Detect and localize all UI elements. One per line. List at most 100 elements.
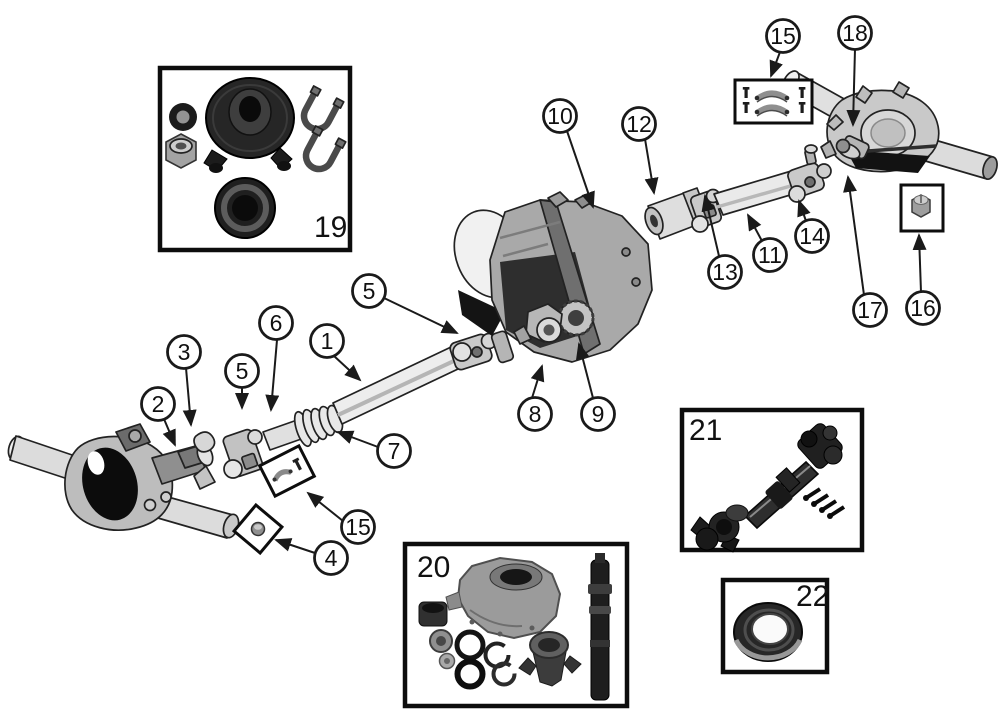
callout-circle[interactable] <box>376 433 412 469</box>
callout-label: 5 <box>363 278 376 304</box>
leader-line <box>747 213 763 242</box>
front-axle-assembly <box>7 423 240 539</box>
callout-circle[interactable] <box>224 353 260 389</box>
output-shaft <box>588 553 612 701</box>
callout-5-lower[interactable]: 5 <box>224 353 260 410</box>
callout-circle[interactable] <box>140 386 176 422</box>
inset-box-20: 20 <box>402 541 630 709</box>
inset-label-21: 21 <box>689 414 722 447</box>
leader-line <box>530 364 545 399</box>
inset-box-19: 19 <box>157 65 353 253</box>
pinion-nut <box>165 133 197 169</box>
callout-circle[interactable] <box>852 292 888 328</box>
leader-line <box>843 175 865 296</box>
inset-box-22: 22 <box>720 577 829 675</box>
leader-line <box>644 138 659 195</box>
callout-circle[interactable] <box>905 290 941 326</box>
strap-kit-box-top <box>733 78 814 125</box>
callout-8[interactable]: 8 <box>517 364 553 432</box>
rear-driveshaft <box>644 144 832 240</box>
leader-line <box>797 199 811 222</box>
front-output-yoke <box>513 299 595 345</box>
yoke-strap-piece <box>193 465 216 490</box>
yoke <box>518 631 582 687</box>
callout-17[interactable]: 17 <box>843 175 888 328</box>
callout-13[interactable]: 13 <box>701 194 743 290</box>
callout-circle[interactable] <box>517 396 553 432</box>
callout-label: 8 <box>529 401 542 427</box>
leader-line <box>575 342 594 399</box>
callout-3[interactable]: 3 <box>166 334 202 427</box>
rear-yoke <box>787 144 832 203</box>
callout-label: 17 <box>857 297 883 323</box>
callout-circle[interactable] <box>542 98 578 134</box>
callout-label: 5 <box>236 358 249 384</box>
callout-1[interactable]: 1 <box>309 323 362 382</box>
callout-15-top[interactable]: 15 <box>765 18 801 78</box>
callout-16[interactable]: 16 <box>905 233 941 326</box>
callout-circle[interactable] <box>340 509 376 545</box>
pinion-nut-box <box>899 183 945 233</box>
callout-circle[interactable] <box>837 15 873 51</box>
leader-line <box>274 538 316 554</box>
callout-9[interactable]: 9 <box>575 342 616 432</box>
callout-circle[interactable] <box>313 540 349 576</box>
callout-18[interactable]: 18 <box>837 15 873 127</box>
inset-label-20: 20 <box>417 551 450 584</box>
u-bolt <box>302 125 347 173</box>
callout-label: 1 <box>321 328 334 354</box>
snap-ring <box>491 661 517 687</box>
callout-circle[interactable] <box>351 273 387 309</box>
callout-circle[interactable] <box>166 334 202 370</box>
callout-label: 10 <box>547 103 573 129</box>
inset-label-19: 19 <box>314 211 347 244</box>
callout-label: 2 <box>152 391 165 417</box>
callout-circle[interactable] <box>752 237 788 273</box>
callout-12[interactable]: 12 <box>621 106 659 195</box>
callout-7[interactable]: 7 <box>336 430 412 469</box>
leader-line <box>846 48 861 127</box>
callout-circle[interactable] <box>621 106 657 142</box>
callout-circle[interactable] <box>765 18 801 54</box>
callout-circle[interactable] <box>707 254 743 290</box>
transfer-case <box>453 191 653 363</box>
u-bolt <box>300 85 345 133</box>
callout-circle[interactable] <box>309 323 345 359</box>
callout-label: 3 <box>178 339 191 365</box>
leader-line <box>566 130 595 209</box>
callout-label: 15 <box>770 23 796 49</box>
tailhousing-casting <box>445 556 562 640</box>
callout-label: 7 <box>388 438 401 464</box>
callout-label: 9 <box>592 401 605 427</box>
callout-14[interactable]: 14 <box>794 199 830 254</box>
callout-label: 12 <box>626 111 652 137</box>
seal <box>733 602 803 662</box>
callout-label: 13 <box>712 259 738 285</box>
callout-label: 16 <box>910 295 936 321</box>
leader-line <box>182 367 197 427</box>
leader-line <box>336 430 379 448</box>
callout-5-upper[interactable]: 5 <box>351 273 459 334</box>
seal-ring <box>454 658 486 690</box>
callout-circle[interactable] <box>794 218 830 254</box>
strap-bolts <box>742 87 806 113</box>
leader-line <box>912 233 927 293</box>
callout-label: 14 <box>799 223 825 249</box>
callout-label: 18 <box>842 20 868 46</box>
callout-2[interactable]: 2 <box>140 386 176 447</box>
callout-label: 15 <box>345 514 371 540</box>
pinion-yoke <box>820 114 870 160</box>
callout-circle[interactable] <box>580 396 616 432</box>
callout-label: 6 <box>270 310 283 336</box>
pinion-seal <box>193 431 216 453</box>
callout-circle[interactable] <box>258 305 294 341</box>
callout-15-front[interactable]: 15 <box>306 491 376 545</box>
callout-10[interactable]: 10 <box>542 98 595 209</box>
u-joint-front-upper <box>449 330 515 371</box>
callouts: 1 2 3 4 5 5 6 <box>140 15 941 576</box>
callout-6[interactable]: 6 <box>258 305 294 412</box>
callout-4[interactable]: 4 <box>274 538 349 576</box>
callout-11[interactable]: 11 <box>747 213 788 273</box>
leader-line <box>333 355 362 382</box>
